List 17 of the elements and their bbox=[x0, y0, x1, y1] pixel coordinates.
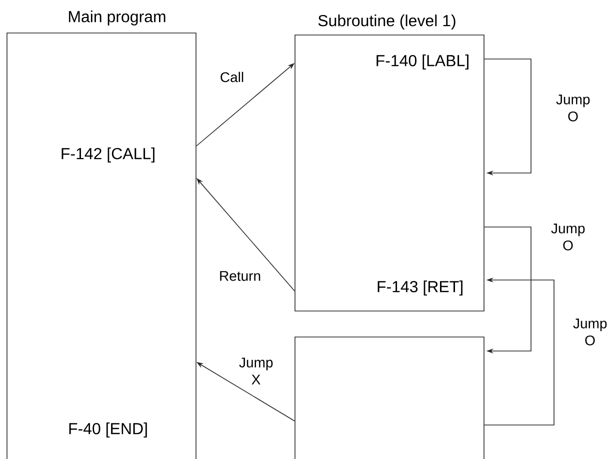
node-label: F-143 [RET] bbox=[378, 280, 462, 296]
program-box: F-140 [LABL] F-143 [RET] bbox=[294, 34, 484, 312]
edge-label: Jump X bbox=[238, 356, 274, 386]
node-label: F-142 [CALL] bbox=[62, 148, 154, 162]
arrow bbox=[484, 58, 532, 176]
edge-label: Jump O bbox=[555, 94, 591, 122]
edge-label: Jump O bbox=[572, 318, 608, 346]
edge-label: Jump O bbox=[550, 222, 586, 252]
arrow bbox=[484, 226, 532, 354]
node-label: F-140 [LABL] bbox=[376, 54, 468, 70]
box-title: Subroutine (level 1) bbox=[318, 14, 456, 30]
program-box: F-142 [CALL] F-40 [END] bbox=[6, 32, 196, 459]
node-label: F-40 [END] bbox=[69, 422, 147, 438]
edge-label: Call bbox=[214, 70, 250, 84]
edge-label: Return bbox=[218, 270, 260, 282]
box-title: Main program bbox=[68, 10, 166, 26]
empty-box bbox=[294, 336, 484, 459]
